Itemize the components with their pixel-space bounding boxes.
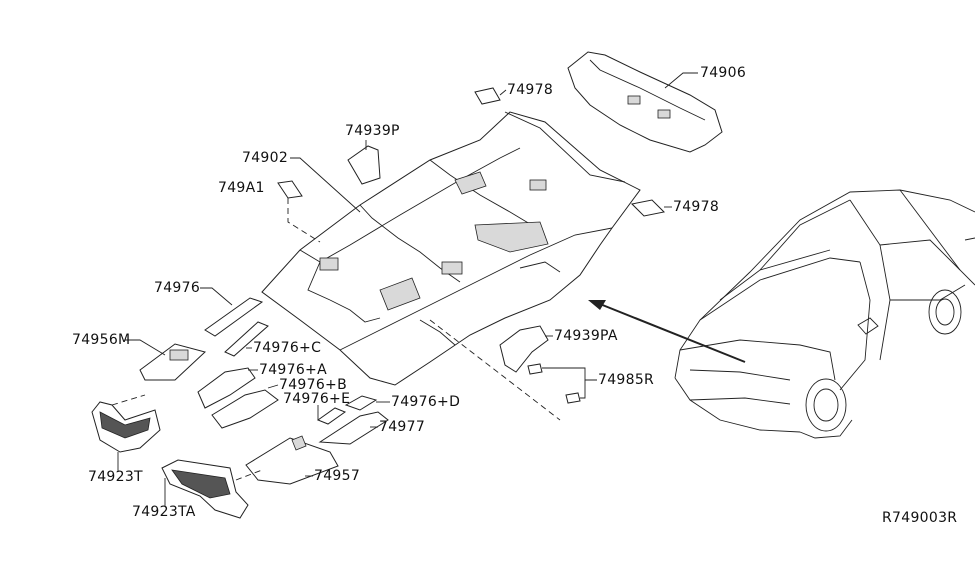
label-74976E: 74976+E: [283, 391, 350, 407]
part-749A1: [277, 180, 303, 199]
floor-carpet: [261, 111, 641, 386]
label-74923TA: 74923TA: [132, 504, 196, 520]
part-74976C: [224, 321, 269, 357]
part-74977: [318, 411, 389, 445]
part-74956M: [139, 343, 207, 381]
label-74976B: 74976+B: [279, 377, 347, 393]
label-74976: 74976: [154, 280, 200, 296]
part-74906: [567, 51, 723, 153]
part-74978-lower: [630, 199, 666, 217]
part-74978-upper: [474, 87, 501, 105]
diagram-code: R749003R: [882, 510, 957, 526]
part-74957: [245, 437, 339, 485]
arrow-head: [588, 300, 606, 310]
label-74976C: 74976+C: [253, 340, 321, 356]
part-74976E: [316, 407, 347, 425]
label-74978-lower: 74978: [673, 199, 719, 215]
part-74976A: [197, 367, 256, 409]
label-74957: 74957: [314, 468, 360, 484]
label-74978-upper: 74978: [507, 82, 553, 98]
part-74976B: [211, 389, 279, 429]
label-74906: 74906: [700, 65, 746, 81]
part-74976: [204, 297, 264, 337]
part-74939P: [347, 145, 381, 185]
label-74939PA: 74939PA: [554, 328, 618, 344]
label-74923T: 74923T: [88, 469, 143, 485]
part-74976D: [344, 395, 378, 411]
vehicle-outline: [674, 189, 975, 439]
label-74976A: 74976+A: [259, 362, 327, 378]
label-74902: 74902: [242, 150, 288, 166]
label-74985R: 74985R: [598, 372, 654, 388]
label-749A1: 749A1: [218, 180, 265, 196]
part-74939PA: [499, 325, 549, 373]
label-74939P: 74939P: [345, 123, 400, 139]
label-74956M: 74956M: [72, 332, 130, 348]
part-74985R-clip-2: [565, 392, 581, 404]
pointer-arrow: [599, 303, 746, 363]
label-74976D: 74976+D: [391, 394, 460, 410]
label-74977: 74977: [379, 419, 425, 435]
part-74985R-clip-1: [527, 363, 543, 375]
